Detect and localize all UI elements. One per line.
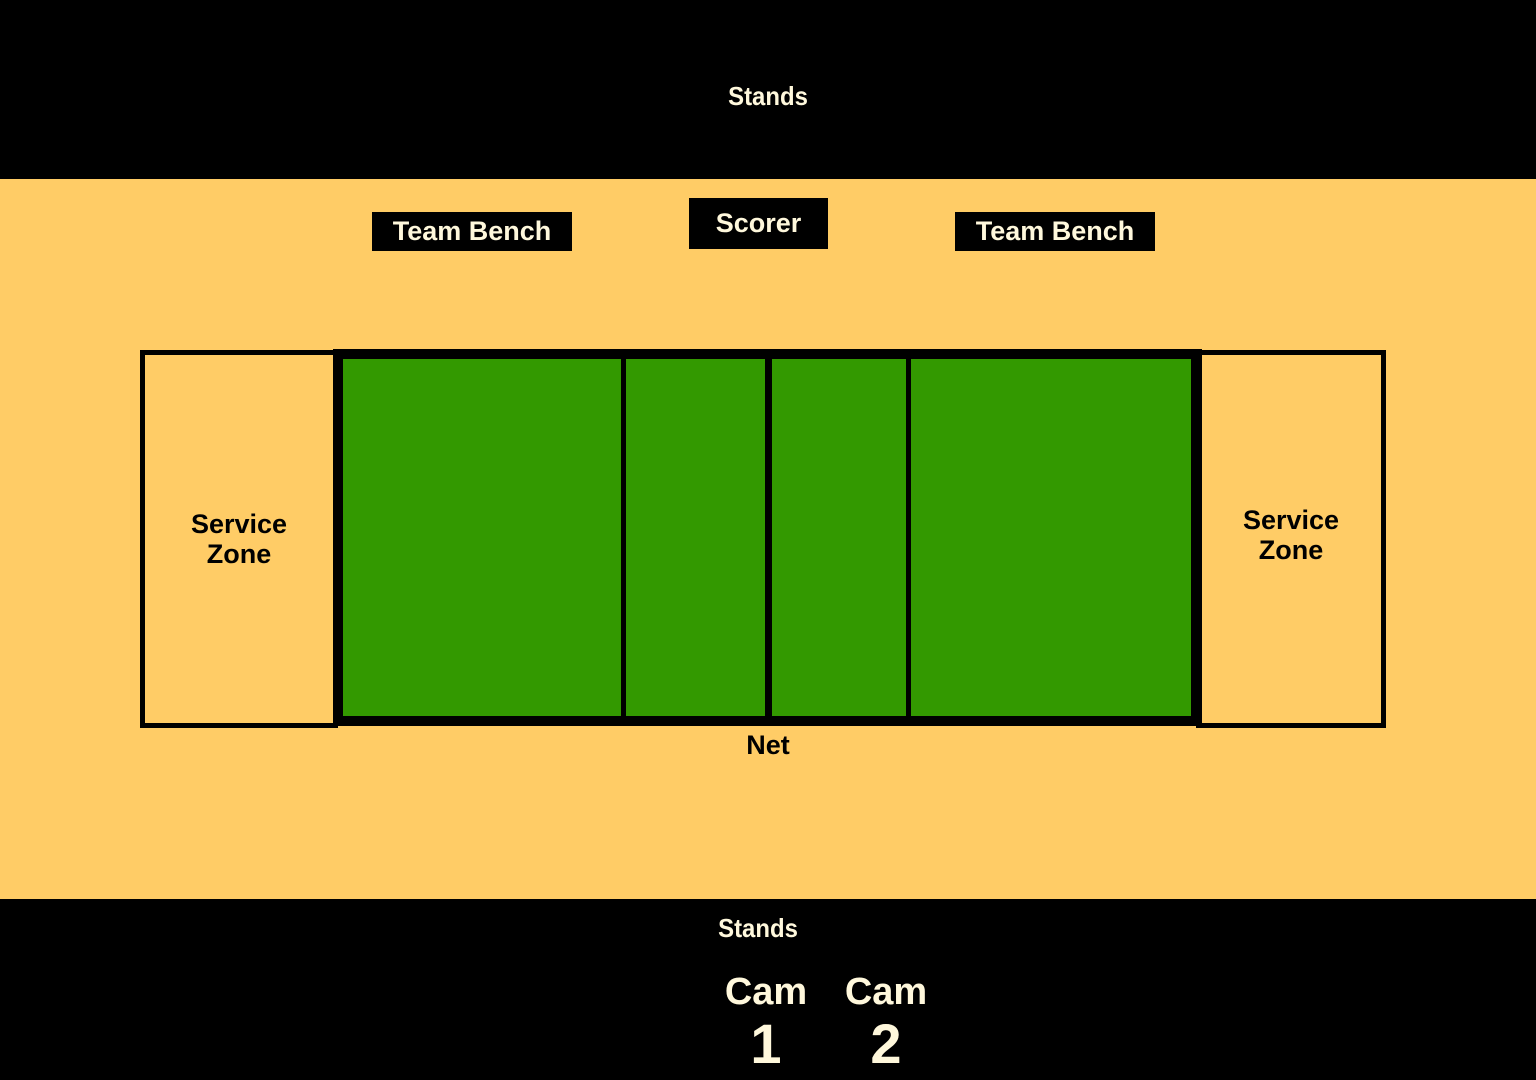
camera-2: Cam 2 [831, 970, 941, 1074]
court-front-right [772, 359, 906, 716]
camera-2-number: 2 [870, 1012, 902, 1075]
scorer-label: Scorer [715, 208, 802, 238]
service-zone-left-line1: Service [190, 509, 288, 539]
service-zone-right: Service Zone [1196, 350, 1386, 728]
camera-1: Cam 1 [711, 970, 821, 1074]
camera-1-word: Cam [724, 971, 808, 1013]
scorer-table: Scorer [689, 198, 828, 249]
team-bench-left: Team Bench [372, 212, 572, 251]
court-back-right [911, 359, 1191, 716]
stands-top: Stands [0, 0, 1536, 179]
stands-top-label: Stands [728, 81, 808, 111]
service-zone-left-line2: Zone [206, 539, 272, 569]
court-front-left [626, 359, 765, 716]
camera-2-word: Cam [844, 971, 928, 1013]
service-zone-left: Service Zone [140, 350, 338, 728]
team-bench-right-label: Team Bench [975, 216, 1135, 246]
stands-bottom-label: Stands [718, 913, 798, 943]
service-zone-right-line1: Service [1242, 505, 1340, 535]
camera-1-number: 1 [750, 1012, 782, 1075]
team-bench-right: Team Bench [955, 212, 1155, 251]
court-back-left [343, 359, 621, 716]
playing-court [333, 349, 1202, 726]
net-label: Net [746, 730, 790, 760]
team-bench-left-label: Team Bench [392, 216, 552, 246]
stands-bottom: Stands [0, 899, 1536, 1080]
service-zone-right-line2: Zone [1258, 535, 1324, 565]
